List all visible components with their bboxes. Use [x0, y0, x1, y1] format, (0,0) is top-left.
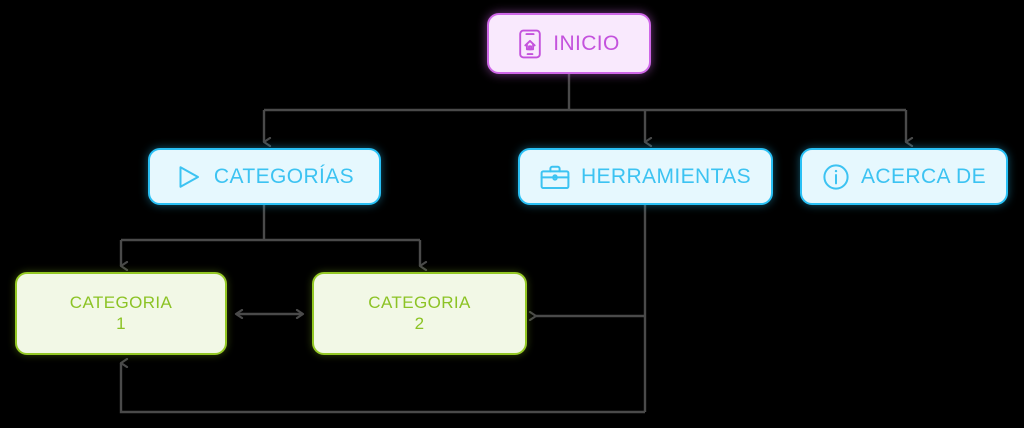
- node-herramientas[interactable]: HERRAMIENTAS: [518, 148, 773, 205]
- node-categoria-2[interactable]: CATEGORIA 2: [312, 272, 527, 355]
- node-categorias[interactable]: CATEGORÍAS: [148, 148, 381, 205]
- briefcase-icon: [540, 164, 570, 190]
- node-categoria-1[interactable]: CATEGORIA 1: [15, 272, 227, 355]
- info-circle-icon: [822, 163, 850, 191]
- node-acercade-label: ACERCA DE: [861, 164, 986, 188]
- node-inicio[interactable]: INICIO: [487, 13, 651, 74]
- mobile-home-icon: [518, 29, 542, 59]
- play-triangle-icon: [175, 163, 203, 191]
- node-categorias-label: CATEGORÍAS: [213, 164, 355, 188]
- node-inicio-label: INICIO: [553, 31, 620, 55]
- edge-herramientas-to-categoria-1-loop: [119, 363, 645, 414]
- node-categoria-1-label: CATEGORIA 1: [69, 292, 173, 333]
- node-acercade[interactable]: ACERCA DE: [800, 148, 1008, 205]
- node-categoria-2-label: CATEGORIA 2: [368, 292, 471, 333]
- node-herramientas-label: HERRAMIENTAS: [580, 164, 752, 188]
